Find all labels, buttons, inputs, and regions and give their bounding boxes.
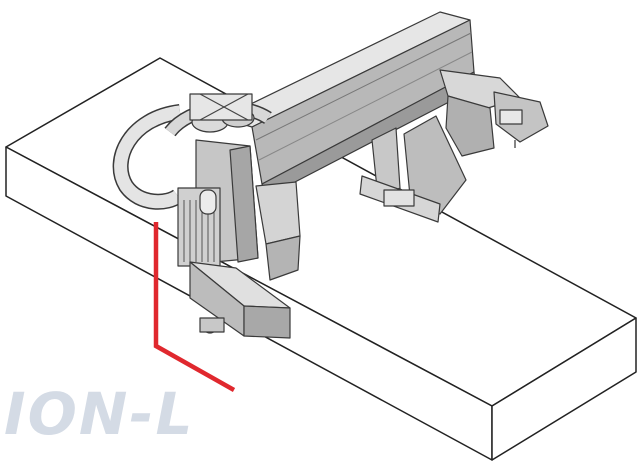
beam-rail (255, 32, 472, 141)
head-strut-2 (199, 93, 249, 121)
arm-tool-bar (199, 317, 225, 333)
watermark-text: ION-L (4, 380, 195, 448)
leg-rear (371, 127, 401, 199)
arm-end (243, 305, 291, 339)
carriage-head (445, 95, 495, 157)
spindle-column (177, 139, 301, 281)
leg-front (403, 115, 467, 215)
cable-loop-inner (114, 105, 183, 209)
beam-rail-2 (258, 51, 473, 161)
column-face (229, 145, 259, 263)
red-reference-line (153, 222, 236, 392)
table-side-face (491, 317, 637, 461)
head-frame (189, 93, 253, 121)
support-leg (359, 115, 467, 223)
gantry-beam (221, 11, 477, 197)
spindle-arm (189, 261, 291, 339)
carriage-detail (499, 109, 523, 125)
leg-bracket (383, 189, 415, 207)
side-unit-face (265, 235, 301, 281)
carriage-end (439, 69, 549, 157)
motor-cylinder (199, 189, 217, 215)
tool-head (189, 93, 255, 133)
